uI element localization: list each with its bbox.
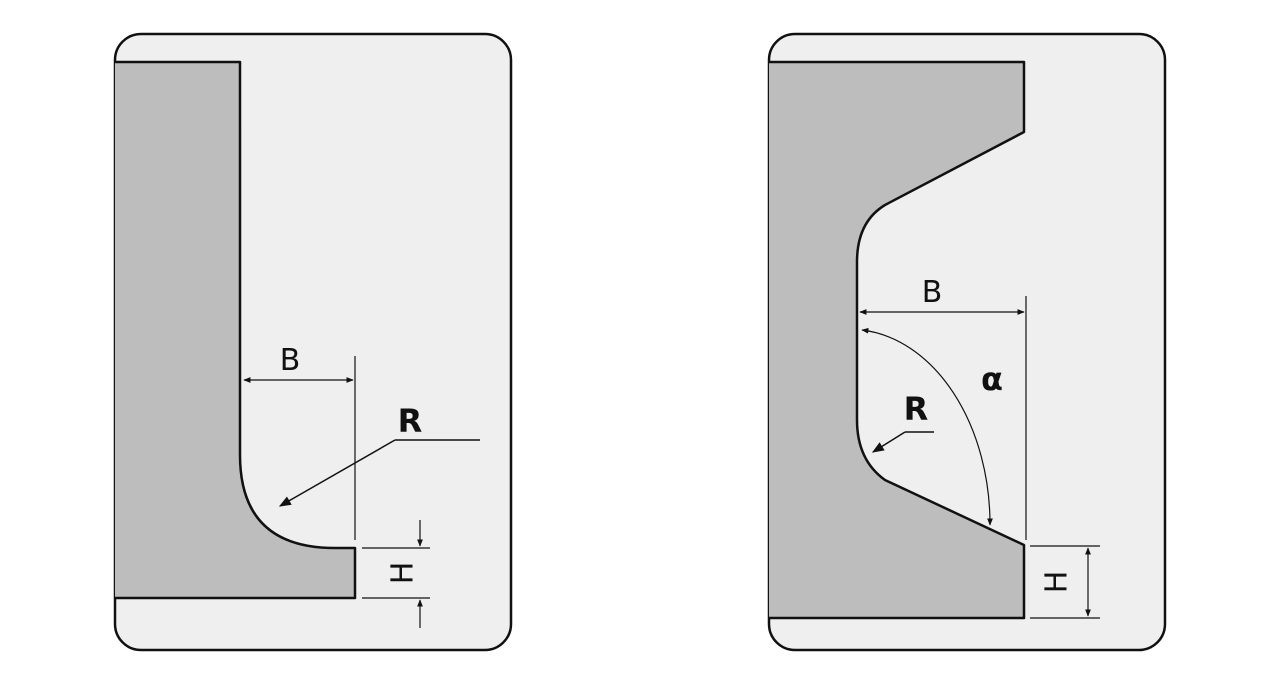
right-angle-arc (861, 327, 993, 526)
left-h-label: H (386, 562, 421, 585)
left-r-leader-arrow (278, 439, 396, 507)
right-r-leader-arrow (871, 431, 906, 453)
figure-fillet-step: B R H (113, 32, 513, 652)
right-angle-label: α (981, 360, 1003, 398)
right-b-label: B (922, 275, 943, 310)
left-profile-shape (115, 60, 357, 600)
left-b-label: B (280, 343, 301, 378)
left-r-label: R (398, 402, 423, 440)
right-r-label: R (904, 390, 929, 428)
right-h-label: H (1040, 571, 1075, 594)
figure-angled-groove: B α R H (767, 32, 1167, 652)
